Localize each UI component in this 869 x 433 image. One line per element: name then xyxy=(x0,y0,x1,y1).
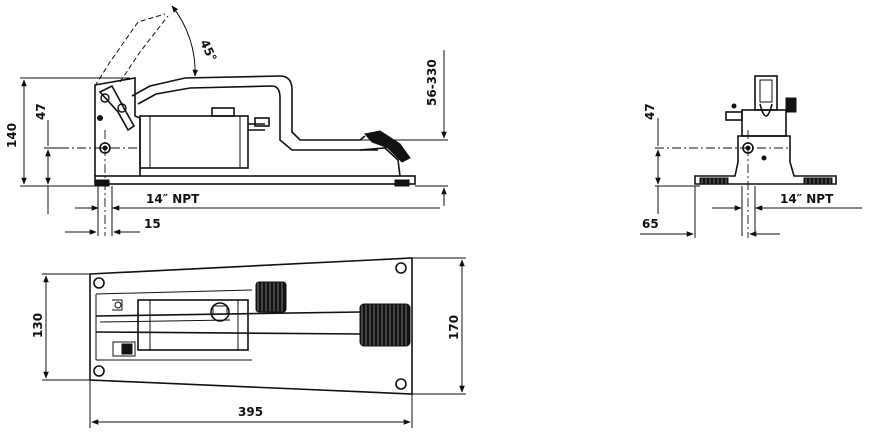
top-foot-pad xyxy=(359,303,411,347)
port-thread-end-label: 14″ NPT xyxy=(780,192,834,206)
length-label: 395 xyxy=(238,405,263,419)
stroke-label: 56-330 xyxy=(425,59,439,106)
width-front-label: 170 xyxy=(447,315,461,340)
end-offset-label: 65 xyxy=(642,217,659,231)
side-view: 45° 140 47 14″ NPT 15 56-330 xyxy=(5,5,448,236)
side-cylinder xyxy=(139,115,249,169)
height-overall-label: 140 xyxy=(5,123,19,148)
side-base-plate xyxy=(94,175,416,185)
port-thread-side-label: 14″ NPT xyxy=(146,192,200,206)
side-pedal-lever xyxy=(131,75,366,141)
port-height-side-label: 47 xyxy=(34,103,48,120)
port-offset-label: 15 xyxy=(144,217,161,231)
end-view: 47 14″ NPT 65 xyxy=(640,75,862,238)
angle-label: 45° xyxy=(197,37,219,63)
top-cylinder xyxy=(137,299,249,351)
side-foot-pad xyxy=(364,130,411,163)
width-rear-label: 130 xyxy=(31,313,45,338)
top-view: 130 170 395 xyxy=(31,257,466,428)
top-heel-pad xyxy=(255,281,287,313)
port-height-end-label: 47 xyxy=(643,103,657,120)
